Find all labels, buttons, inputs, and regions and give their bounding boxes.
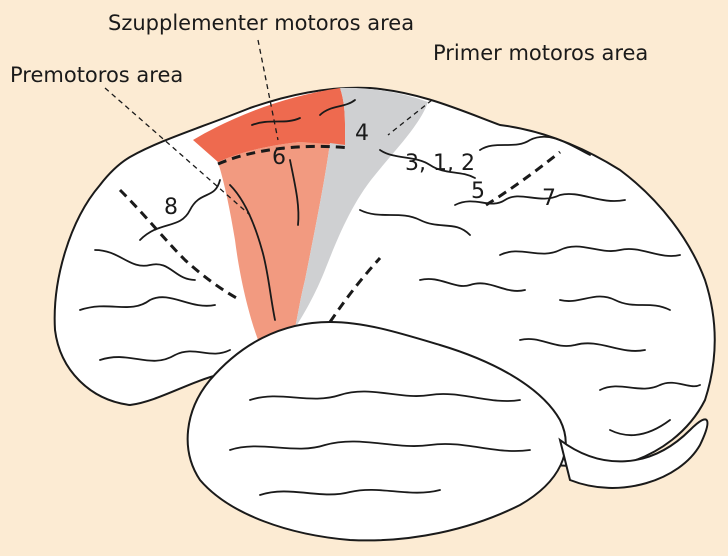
leader-lines (104, 39, 433, 216)
label-premotor: Premotoros area (10, 63, 183, 87)
boundary-area-5-7 (485, 150, 561, 207)
leader-supplementary (257, 39, 279, 141)
area-3-1-2-label: 3, 1, 2 (405, 151, 475, 176)
gyri (79, 99, 701, 496)
area-boundaries (118, 144, 561, 323)
area-5-label: 5 (471, 179, 485, 204)
area-8-label: 8 (164, 195, 178, 220)
boundary-sylvian (328, 256, 382, 323)
premotor-region (218, 142, 330, 345)
area-6-label: 6 (272, 145, 286, 170)
leader-primary (387, 99, 433, 136)
label-primary-motor: Primer motoros area (433, 41, 648, 65)
boundary-area-8 (118, 188, 241, 302)
area-7-label: 7 (542, 186, 556, 211)
supplementary-motor-region (193, 88, 346, 162)
temporal-lobe (186, 320, 567, 542)
area-4-label: 4 (355, 121, 369, 146)
cerebellum (558, 418, 709, 489)
label-supplementary-motor: Szupplementer motoros area (108, 11, 414, 35)
primary-motor-region (295, 87, 428, 328)
boundary-supplementary (217, 144, 351, 166)
